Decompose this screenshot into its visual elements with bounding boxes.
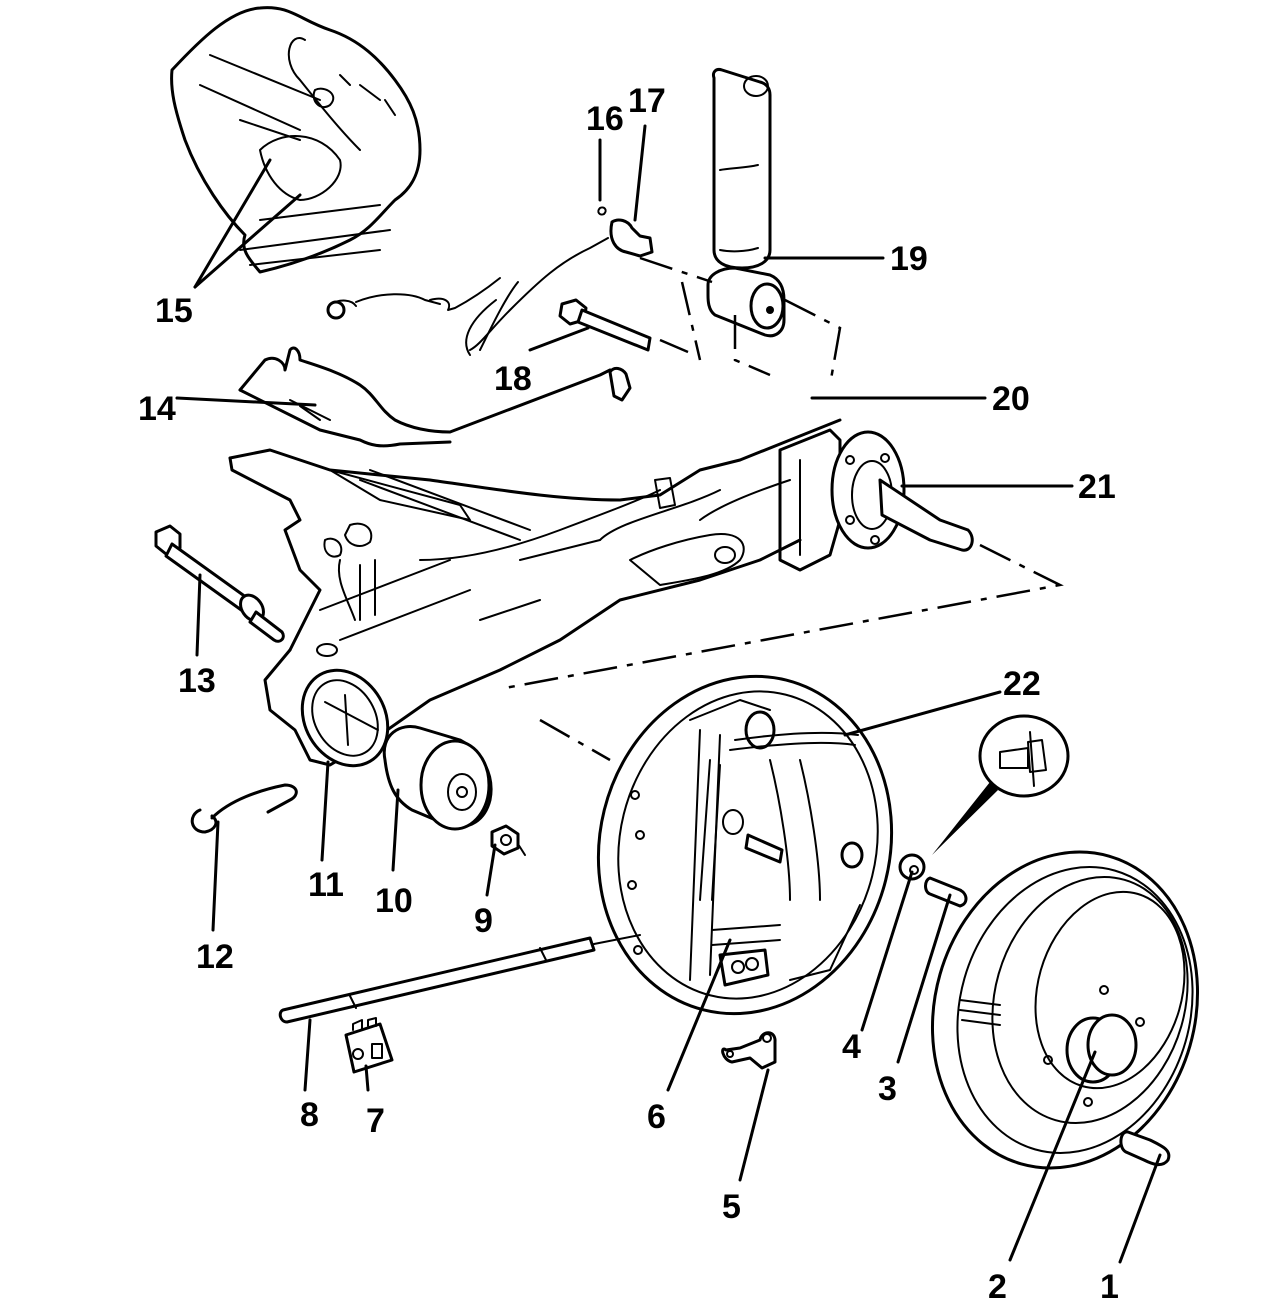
leader-13: [195, 573, 202, 657]
leader-18: [528, 326, 590, 352]
callout-9: 9: [474, 902, 493, 940]
leader-22: [843, 690, 1002, 737]
callout-18: 18: [494, 360, 532, 398]
leader-9: [485, 843, 497, 897]
leader-15b: [193, 193, 302, 289]
wheel-bolt-drawing: [1119, 1130, 1171, 1167]
leader-11: [320, 760, 330, 862]
callout-4: 4: [842, 1028, 861, 1066]
callout-17: 17: [628, 82, 666, 120]
leader-12: [211, 820, 220, 932]
handbrake-cable-drawing: [278, 934, 641, 1024]
detail-inset-drawing: [932, 714, 1070, 855]
leader-4: [860, 870, 914, 1032]
leader-8: [303, 1018, 312, 1092]
cap-drawing: [898, 853, 926, 881]
axle-beam-drawing: [228, 418, 842, 767]
bracket-drawing: [238, 346, 632, 448]
body-panel-drawing: [170, 6, 422, 274]
leader-7: [364, 1064, 370, 1092]
stub-axle-drawing: [778, 428, 974, 572]
bolt-3-drawing: [924, 876, 968, 908]
bushing-drawing: [382, 725, 493, 831]
callout-8: 8: [300, 1096, 319, 1134]
bracket-clip-drawing: [721, 1031, 777, 1070]
callout-19: 19: [890, 240, 928, 278]
callout-2: 2: [988, 1268, 1007, 1306]
callout-22: 22: [1003, 665, 1041, 703]
callout-15: 15: [155, 292, 193, 330]
shock-absorber-drawing: [706, 68, 786, 338]
callout-14: 14: [138, 390, 176, 428]
bolt-18-drawing: [558, 298, 652, 352]
leader-10: [391, 788, 400, 872]
backing-plate-drawing: [596, 674, 894, 1016]
leader-3: [896, 893, 952, 1064]
callout-10: 10: [375, 882, 413, 920]
leader-2: [1008, 1050, 1097, 1262]
leader-15a: [193, 158, 272, 289]
callout-12: 12: [196, 938, 234, 976]
nut-9-drawing: [490, 824, 526, 856]
leader-17: [633, 124, 647, 222]
leader-lines: [175, 124, 1162, 1264]
leader-5: [738, 1068, 770, 1182]
callout-11: 11: [308, 866, 344, 904]
bolt-13-drawing: [154, 524, 285, 643]
callout-13: 13: [178, 662, 216, 700]
axle-eye-drawing: [300, 643, 390, 768]
callout-7: 7: [366, 1102, 385, 1140]
spring-clip-drawing: [190, 783, 298, 834]
callout-6: 6: [647, 1098, 666, 1136]
brake-hose-drawing: [326, 206, 654, 356]
callout-1: 1: [1100, 1268, 1119, 1306]
callout-20: 20: [992, 380, 1030, 418]
callout-3: 3: [878, 1070, 897, 1108]
callout-16: 16: [586, 100, 624, 138]
leader-14: [175, 396, 317, 407]
leader-6: [666, 938, 732, 1092]
callout-labels: 1 2 3 4 5 6 7 8 9 10 11 12 13 14 15 16 1…: [138, 82, 1119, 1306]
callout-5: 5: [722, 1188, 741, 1226]
brake-drum-drawing: [930, 850, 1200, 1170]
callout-21: 21: [1078, 468, 1116, 506]
leader-1: [1118, 1153, 1162, 1264]
cable-clip-drawing: [344, 1017, 394, 1074]
